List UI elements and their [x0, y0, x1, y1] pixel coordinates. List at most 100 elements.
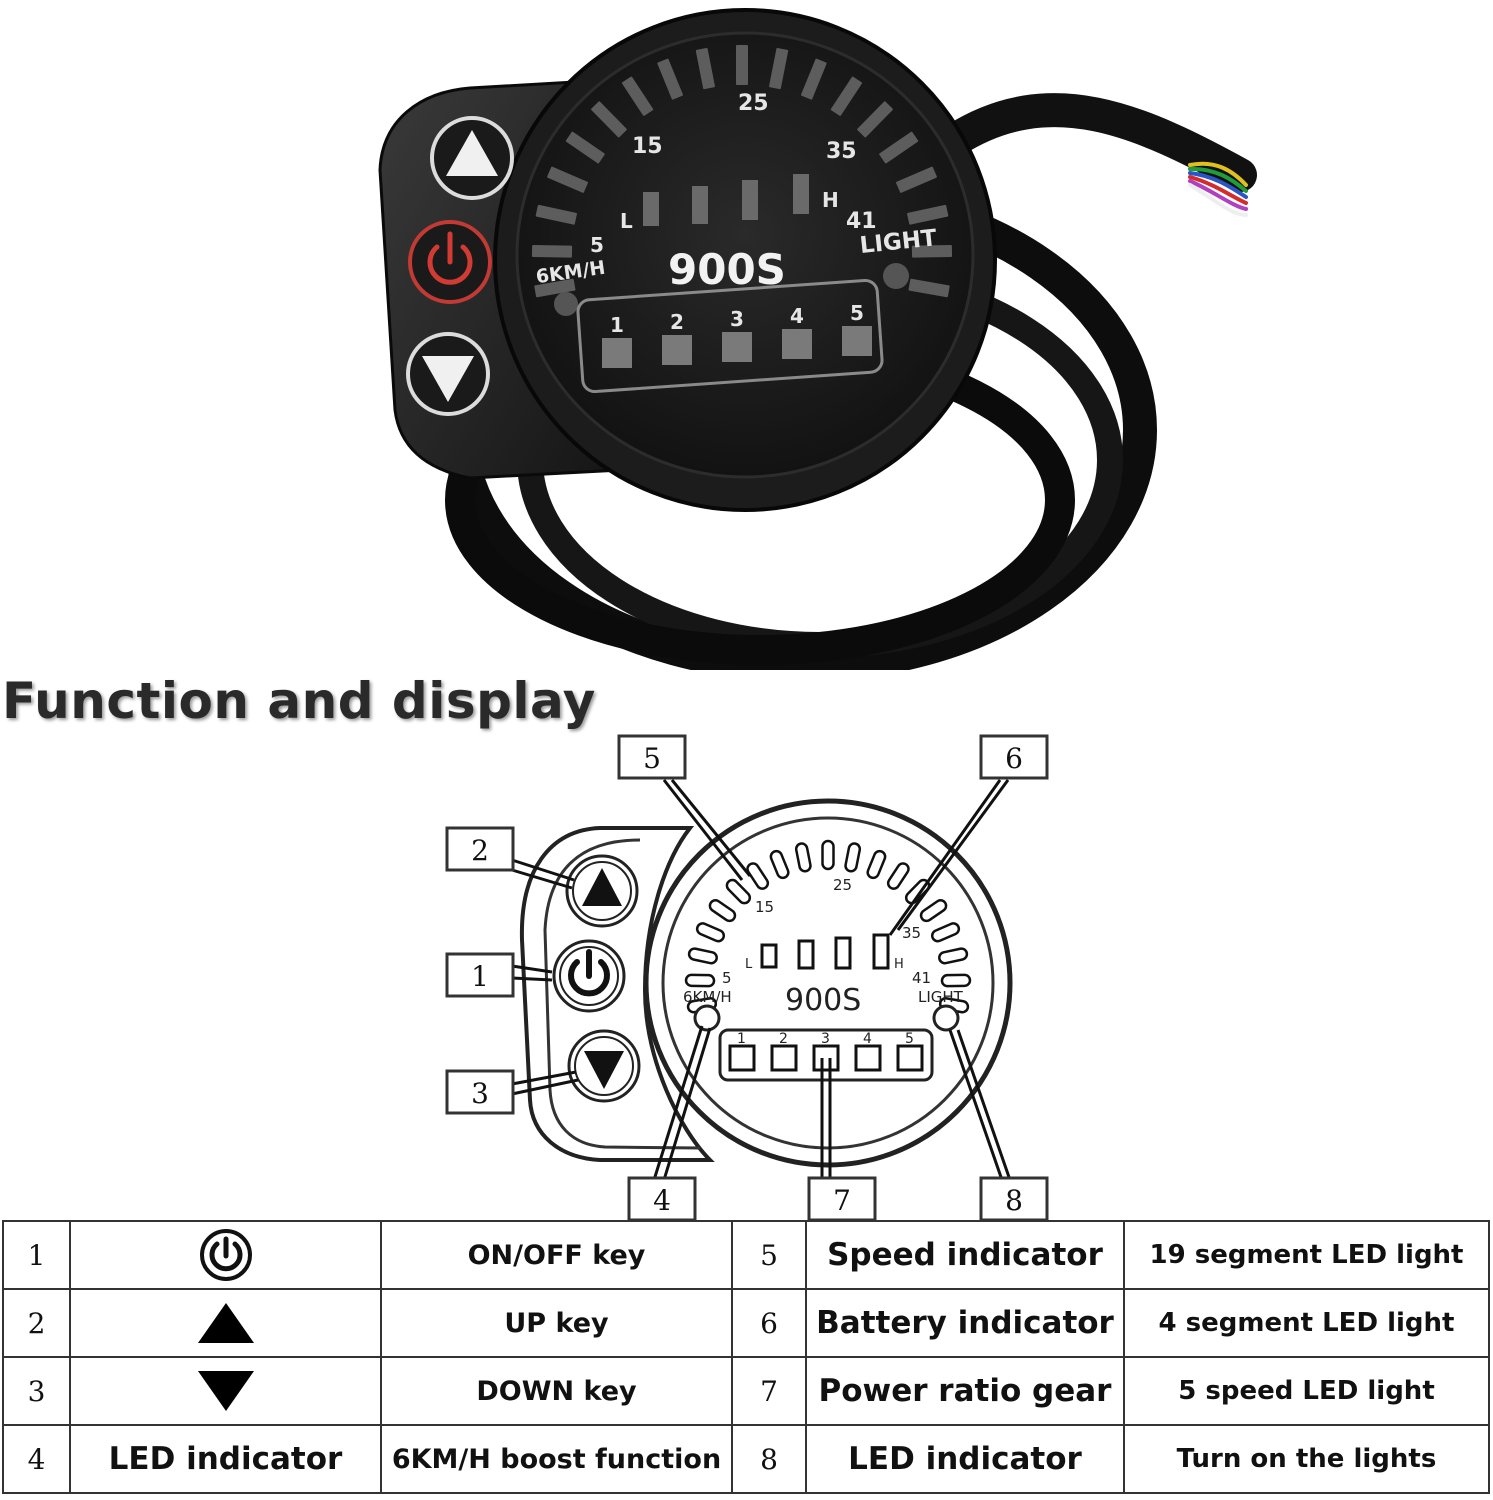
speed-segment [565, 131, 605, 164]
gear-number: 5 [905, 1031, 914, 1047]
diagram-battery-high: H [894, 957, 904, 972]
gear-led [782, 329, 812, 359]
speed-segment [708, 899, 737, 923]
photo-power-button [408, 220, 492, 304]
function-table: 1 ON/OFF key 5 Speed indicator 19 segmen… [2, 1220, 1490, 1494]
speed-segment [938, 997, 970, 1014]
diagram-gear-indicators: 1 2 3 4 5 [728, 1031, 924, 1072]
gear-number: 1 [737, 1031, 746, 1047]
wire-end [1188, 179, 1248, 211]
table-row: 1 ON/OFF key 5 Speed indicator 19 segmen… [2, 1220, 1490, 1290]
svg-text:4: 4 [653, 1184, 671, 1217]
speed-segment [938, 947, 969, 965]
speed-segment [621, 76, 654, 116]
gear-number: 1 [610, 313, 624, 337]
callout-box-1: 1 [445, 952, 515, 998]
indicator-name: Battery indicator [805, 1288, 1125, 1358]
svg-text:8: 8 [1005, 1184, 1023, 1217]
speed-segment [794, 842, 812, 873]
svg-text:1: 1 [471, 960, 489, 993]
down-triangle-icon [584, 1051, 624, 1089]
speed-segment [940, 973, 972, 988]
diagram-display-inner [661, 816, 995, 1150]
row-number: 4 [2, 1424, 71, 1494]
diagram-dial-number: 25 [833, 876, 852, 894]
dial-number: 41 [846, 209, 877, 234]
model-label: 900S [668, 245, 786, 294]
diagram-gear-panel [718, 1028, 934, 1082]
battery-high-label: H [822, 188, 839, 212]
speed-segment [911, 244, 953, 258]
indicator-name: Power ratio gear [805, 1356, 1125, 1426]
gear-led [662, 335, 692, 365]
speed-segment [725, 878, 752, 905]
power-icon [427, 244, 473, 285]
speed-segment [687, 947, 718, 965]
diagram-battery-segments [760, 933, 890, 970]
callout-box-8: 8 [979, 1176, 1049, 1220]
icon-cell [69, 1220, 382, 1290]
speed-segment [591, 101, 627, 138]
speed-segment [769, 849, 790, 880]
light-led [883, 263, 909, 289]
diagram-display-outer [643, 798, 1013, 1168]
gear-led [602, 338, 632, 368]
speed-segments [531, 45, 953, 298]
svg-text:6: 6 [1005, 742, 1023, 775]
diagram-dial-number: 15 [755, 898, 774, 916]
speed-segment [535, 204, 577, 225]
callout-box-2: 2 [445, 826, 515, 872]
cable-wire-ends [1188, 161, 1248, 217]
function-name: UP key [380, 1288, 733, 1358]
svg-text:5: 5 [643, 742, 661, 775]
speed-segment [919, 899, 948, 923]
gear-number: 3 [821, 1031, 830, 1047]
diagram-dial-number: 35 [902, 924, 921, 942]
gear-led [854, 1044, 882, 1072]
svg-text:7: 7 [833, 1184, 851, 1217]
speed-segment [695, 47, 715, 90]
gear-number: 4 [863, 1031, 872, 1047]
gear-number: 3 [730, 307, 744, 331]
battery-segments [643, 174, 809, 226]
diagram-dial-number: 41 [912, 969, 931, 987]
svg-text:3: 3 [471, 1077, 489, 1110]
speed-segment [684, 973, 716, 988]
icon-cell [69, 1288, 382, 1358]
icon-cell [69, 1356, 382, 1426]
gear-number: 2 [779, 1031, 788, 1047]
row-number: 8 [731, 1424, 807, 1494]
speed-segment [801, 58, 827, 100]
row-number: 3 [2, 1356, 71, 1426]
row-number: 1 [2, 1220, 71, 1290]
speed-segment [830, 76, 863, 116]
speed-segment [866, 849, 887, 880]
indicator-description: 4 segment LED light [1123, 1288, 1490, 1358]
diagram-model-label: 900S [785, 983, 861, 1018]
wire-end [1188, 183, 1248, 217]
section-title: Function and display [2, 672, 596, 730]
indicator-description: 19 segment LED light [1123, 1220, 1490, 1290]
speed-segment [821, 839, 835, 871]
dial-number: 5 [590, 233, 604, 257]
row-number: 7 [731, 1356, 807, 1426]
photo-up-button [430, 116, 514, 200]
up-triangle-icon [582, 868, 622, 906]
diagram-light-label: LIGHT [918, 988, 964, 1006]
table-row: 4 LED indicator 6KM/H boost function 8 L… [2, 1424, 1490, 1494]
up-triangle-icon [197, 1303, 254, 1343]
speed-segment [857, 101, 893, 138]
speed-segment [886, 862, 910, 890]
up-triangle-icon [446, 130, 498, 176]
row-number: 5 [731, 1220, 807, 1290]
svg-text:2: 2 [471, 834, 489, 867]
diagram-power-button [552, 939, 626, 1013]
diagram-down-button [567, 1029, 641, 1103]
diagram-boost-led [693, 1004, 721, 1032]
speed-segment [746, 862, 770, 890]
gear-led [770, 1044, 798, 1072]
gear-number: 4 [790, 304, 804, 328]
callout-box-7: 7 [807, 1176, 877, 1220]
gear-led [812, 1044, 840, 1072]
